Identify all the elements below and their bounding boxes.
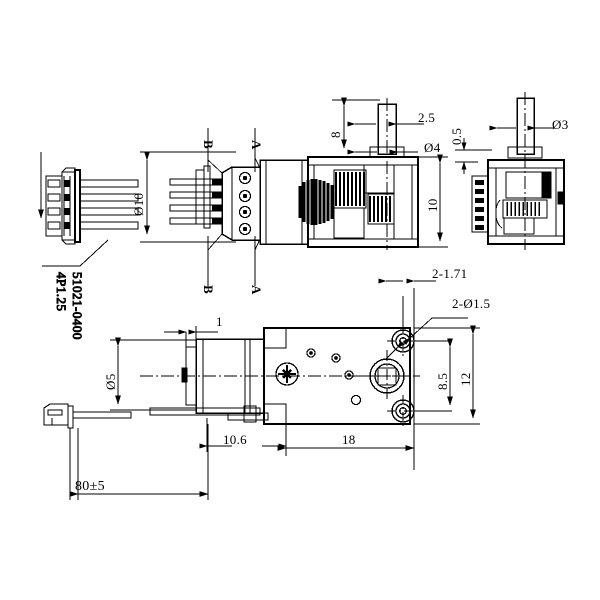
- connector-detail-view: [38, 152, 139, 267]
- gearbox-plate: [263, 325, 419, 427]
- connector-wires: [79, 179, 139, 230]
- connector-housing: [45, 167, 81, 245]
- dim-shaft-length: [332, 97, 380, 149]
- dim-body-diameter: [140, 151, 236, 243]
- section-label-b-top: B: [201, 140, 216, 149]
- dim-hole-offset: [378, 278, 436, 470]
- dim-wire-length: [69, 424, 209, 500]
- mounting-hole-bottom: [387, 395, 419, 427]
- leader-hole-spec: [384, 317, 468, 361]
- right-end-view: [455, 92, 565, 250]
- dim-gearbox-height: [418, 154, 448, 248]
- dim-label-wire-length: 80±5: [75, 479, 105, 494]
- section-label-a-top: A: [249, 140, 264, 150]
- dim-label-body-diameter: Ø10: [131, 193, 146, 216]
- motor-endcap: [195, 165, 211, 229]
- dim-clearance: [455, 138, 492, 174]
- bottom-view-connector: [43, 403, 132, 500]
- detail-hole-4: [350, 394, 362, 406]
- connector-pitch-label: 4P1.25: [54, 272, 69, 311]
- dim-label-motor-length: 10.6: [223, 432, 247, 447]
- dim-hole-spacing: [414, 338, 453, 412]
- dim-label-gearbox-length: 18: [342, 432, 356, 447]
- dim-label-plate-width: 12: [458, 372, 473, 386]
- worm-gear: [298, 179, 334, 225]
- dim-label-motor-diameter: Ø5: [103, 374, 118, 391]
- dim-label-hole-offset: 2-1.71: [432, 266, 467, 281]
- bottom-plan-view: [43, 325, 420, 500]
- detail-hole-3: [344, 370, 354, 380]
- section-label-a-bottom: A: [249, 285, 264, 295]
- dim-label-endcap-thickness: 1: [216, 314, 223, 329]
- dim-plate-width: [414, 325, 480, 425]
- philips-screw: [275, 362, 299, 386]
- section-lines: [207, 128, 261, 286]
- gear-train: [333, 164, 413, 240]
- top-assembly-view: [140, 98, 419, 250]
- dim-motor-diameter: [110, 337, 196, 411]
- section-label-b-bottom: B: [201, 285, 216, 294]
- dim-label-shaft-flat: 2.5: [418, 110, 435, 125]
- dim-label-shaft-diameter: Ø4: [424, 140, 441, 155]
- dim-label-clearance: 0.5: [449, 128, 464, 145]
- end-view-connector: [471, 175, 489, 233]
- dim-label-gearbox-height: 10: [425, 198, 440, 212]
- dim-endcap-thickness: [164, 326, 218, 348]
- dim-label-hole-spec: 2-Ø1.5: [452, 296, 490, 311]
- detail-hole-1: [306, 348, 316, 358]
- dim-label-shaft-length: 8: [328, 131, 343, 138]
- dim-label-hole-spacing: 8.5: [435, 373, 450, 390]
- output-boss: [361, 350, 413, 402]
- detail-hole-2: [331, 353, 341, 363]
- connector-part-number: 51021-0400: [70, 272, 85, 340]
- connector-label-leader: [42, 239, 109, 267]
- dim-label-shaft-diameter-right: Ø3: [552, 117, 569, 132]
